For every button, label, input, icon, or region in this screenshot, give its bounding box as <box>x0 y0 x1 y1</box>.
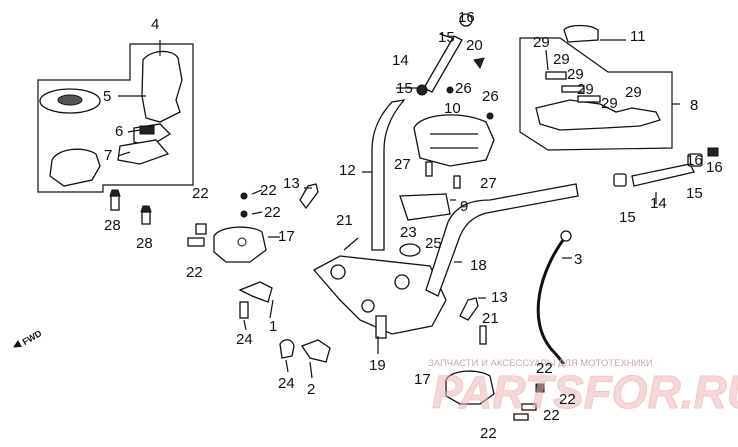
label-3: 3 <box>574 251 582 268</box>
label-22f: 22 <box>559 391 576 408</box>
label-16a: 16 <box>458 9 475 26</box>
label-27b: 27 <box>480 175 497 192</box>
handlebar-left-tube <box>362 99 406 251</box>
label-6: 6 <box>115 123 123 140</box>
clamp-13-left <box>299 183 319 210</box>
label-21b: 21 <box>482 310 499 327</box>
label-28a: 28 <box>104 217 121 234</box>
label-13a: 13 <box>283 175 300 192</box>
handlebar-right-tube <box>425 183 579 297</box>
label-15b: 15 <box>396 80 413 97</box>
label-17b: 17 <box>414 371 431 388</box>
label-11: 11 <box>630 28 646 45</box>
label-14b: 14 <box>650 195 667 212</box>
label-1: 1 <box>269 318 277 335</box>
label-17a: 17 <box>278 228 295 245</box>
label-29a: 29 <box>533 34 550 51</box>
label-25: 25 <box>425 235 442 252</box>
screw-28-parts <box>109 189 152 225</box>
label-22d: 22 <box>186 264 203 281</box>
label-18: 18 <box>470 257 487 274</box>
label-19: 19 <box>369 357 386 374</box>
label-9: 9 <box>460 198 468 215</box>
label-22e: 22 <box>536 360 553 377</box>
watermark-logo: PARTSFOR.RU <box>432 366 738 418</box>
label-29c: 29 <box>567 66 584 83</box>
label-22g: 22 <box>543 407 560 424</box>
label-4: 4 <box>151 16 159 33</box>
right-lever-group <box>519 24 680 151</box>
label-26b: 26 <box>482 88 499 105</box>
fwd-text: FWD <box>21 328 44 347</box>
label-13b: 13 <box>491 289 508 306</box>
label-10: 10 <box>444 100 461 117</box>
label-14a: 14 <box>392 52 409 69</box>
label-16b: 16 <box>686 152 703 169</box>
label-22a: 22 <box>192 185 209 202</box>
left-lower-parts <box>187 189 331 379</box>
label-21a: 21 <box>336 212 353 229</box>
label-28b: 28 <box>136 235 153 252</box>
lower-holder-19 <box>312 255 447 354</box>
label-7: 7 <box>104 147 112 164</box>
clamp-13-right <box>459 297 487 345</box>
damper-14-right <box>613 147 719 204</box>
label-29d: 29 <box>577 81 594 98</box>
watermark: ЗАПЧАСТИ И АКСЕССУАРЫ ДЛЯ МОТОТЕХНИКИ PA… <box>428 358 738 419</box>
label-15d: 15 <box>619 209 636 226</box>
damper-14-top <box>396 13 494 120</box>
label-5: 5 <box>103 88 111 105</box>
label-23: 23 <box>400 224 417 241</box>
label-27a: 27 <box>394 156 411 173</box>
upper-holder-10 <box>413 114 495 167</box>
label-16c: 16 <box>706 159 723 176</box>
label-15a: 15 <box>438 29 455 46</box>
label-15c: 15 <box>686 185 703 202</box>
label-22c: 22 <box>264 204 281 221</box>
label-12: 12 <box>339 162 356 179</box>
cable-3 <box>536 230 572 366</box>
label-22b: 22 <box>260 182 277 199</box>
label-2: 2 <box>307 381 315 398</box>
label-29b: 29 <box>553 51 570 68</box>
watermark-caption: ЗАПЧАСТИ И АКСЕССУАРЫ ДЛЯ МОТОТЕХНИКИ <box>428 358 653 369</box>
label-29e: 29 <box>601 95 618 112</box>
label-29f: 29 <box>625 84 642 101</box>
part-labels: 4 5 6 7 28 28 22 22 22 22 17 13 1 24 24 … <box>103 9 723 442</box>
label-26a: 26 <box>455 80 472 97</box>
label-22h: 22 <box>480 425 497 442</box>
label-24a: 24 <box>236 331 253 348</box>
label-20: 20 <box>466 37 483 54</box>
label-24b: 24 <box>278 375 295 392</box>
left-switch-group <box>37 40 194 193</box>
fwd-marker: FWD <box>13 328 44 348</box>
lower-right-parts <box>445 370 545 421</box>
label-8: 8 <box>690 97 698 114</box>
